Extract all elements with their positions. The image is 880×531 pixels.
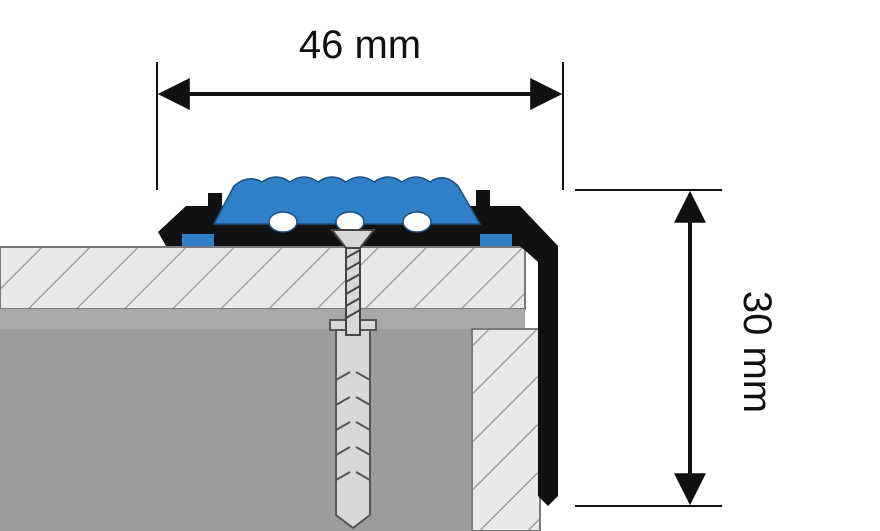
width-dimension: 46 mm bbox=[156, 23, 564, 190]
screw-head bbox=[329, 229, 377, 249]
slab-layer bbox=[0, 309, 525, 329]
riser-hatched bbox=[471, 328, 541, 531]
wall-plug bbox=[329, 319, 377, 530]
width-label: 46 mm bbox=[299, 23, 421, 67]
nosing-profile bbox=[158, 190, 558, 506]
anti-slip-insert bbox=[212, 176, 482, 233]
wall-body bbox=[0, 329, 472, 531]
step-tread-hatched bbox=[0, 246, 526, 310]
height-dimension: 30 mm bbox=[575, 189, 779, 507]
screw bbox=[345, 244, 361, 336]
height-label: 30 mm bbox=[735, 291, 779, 413]
